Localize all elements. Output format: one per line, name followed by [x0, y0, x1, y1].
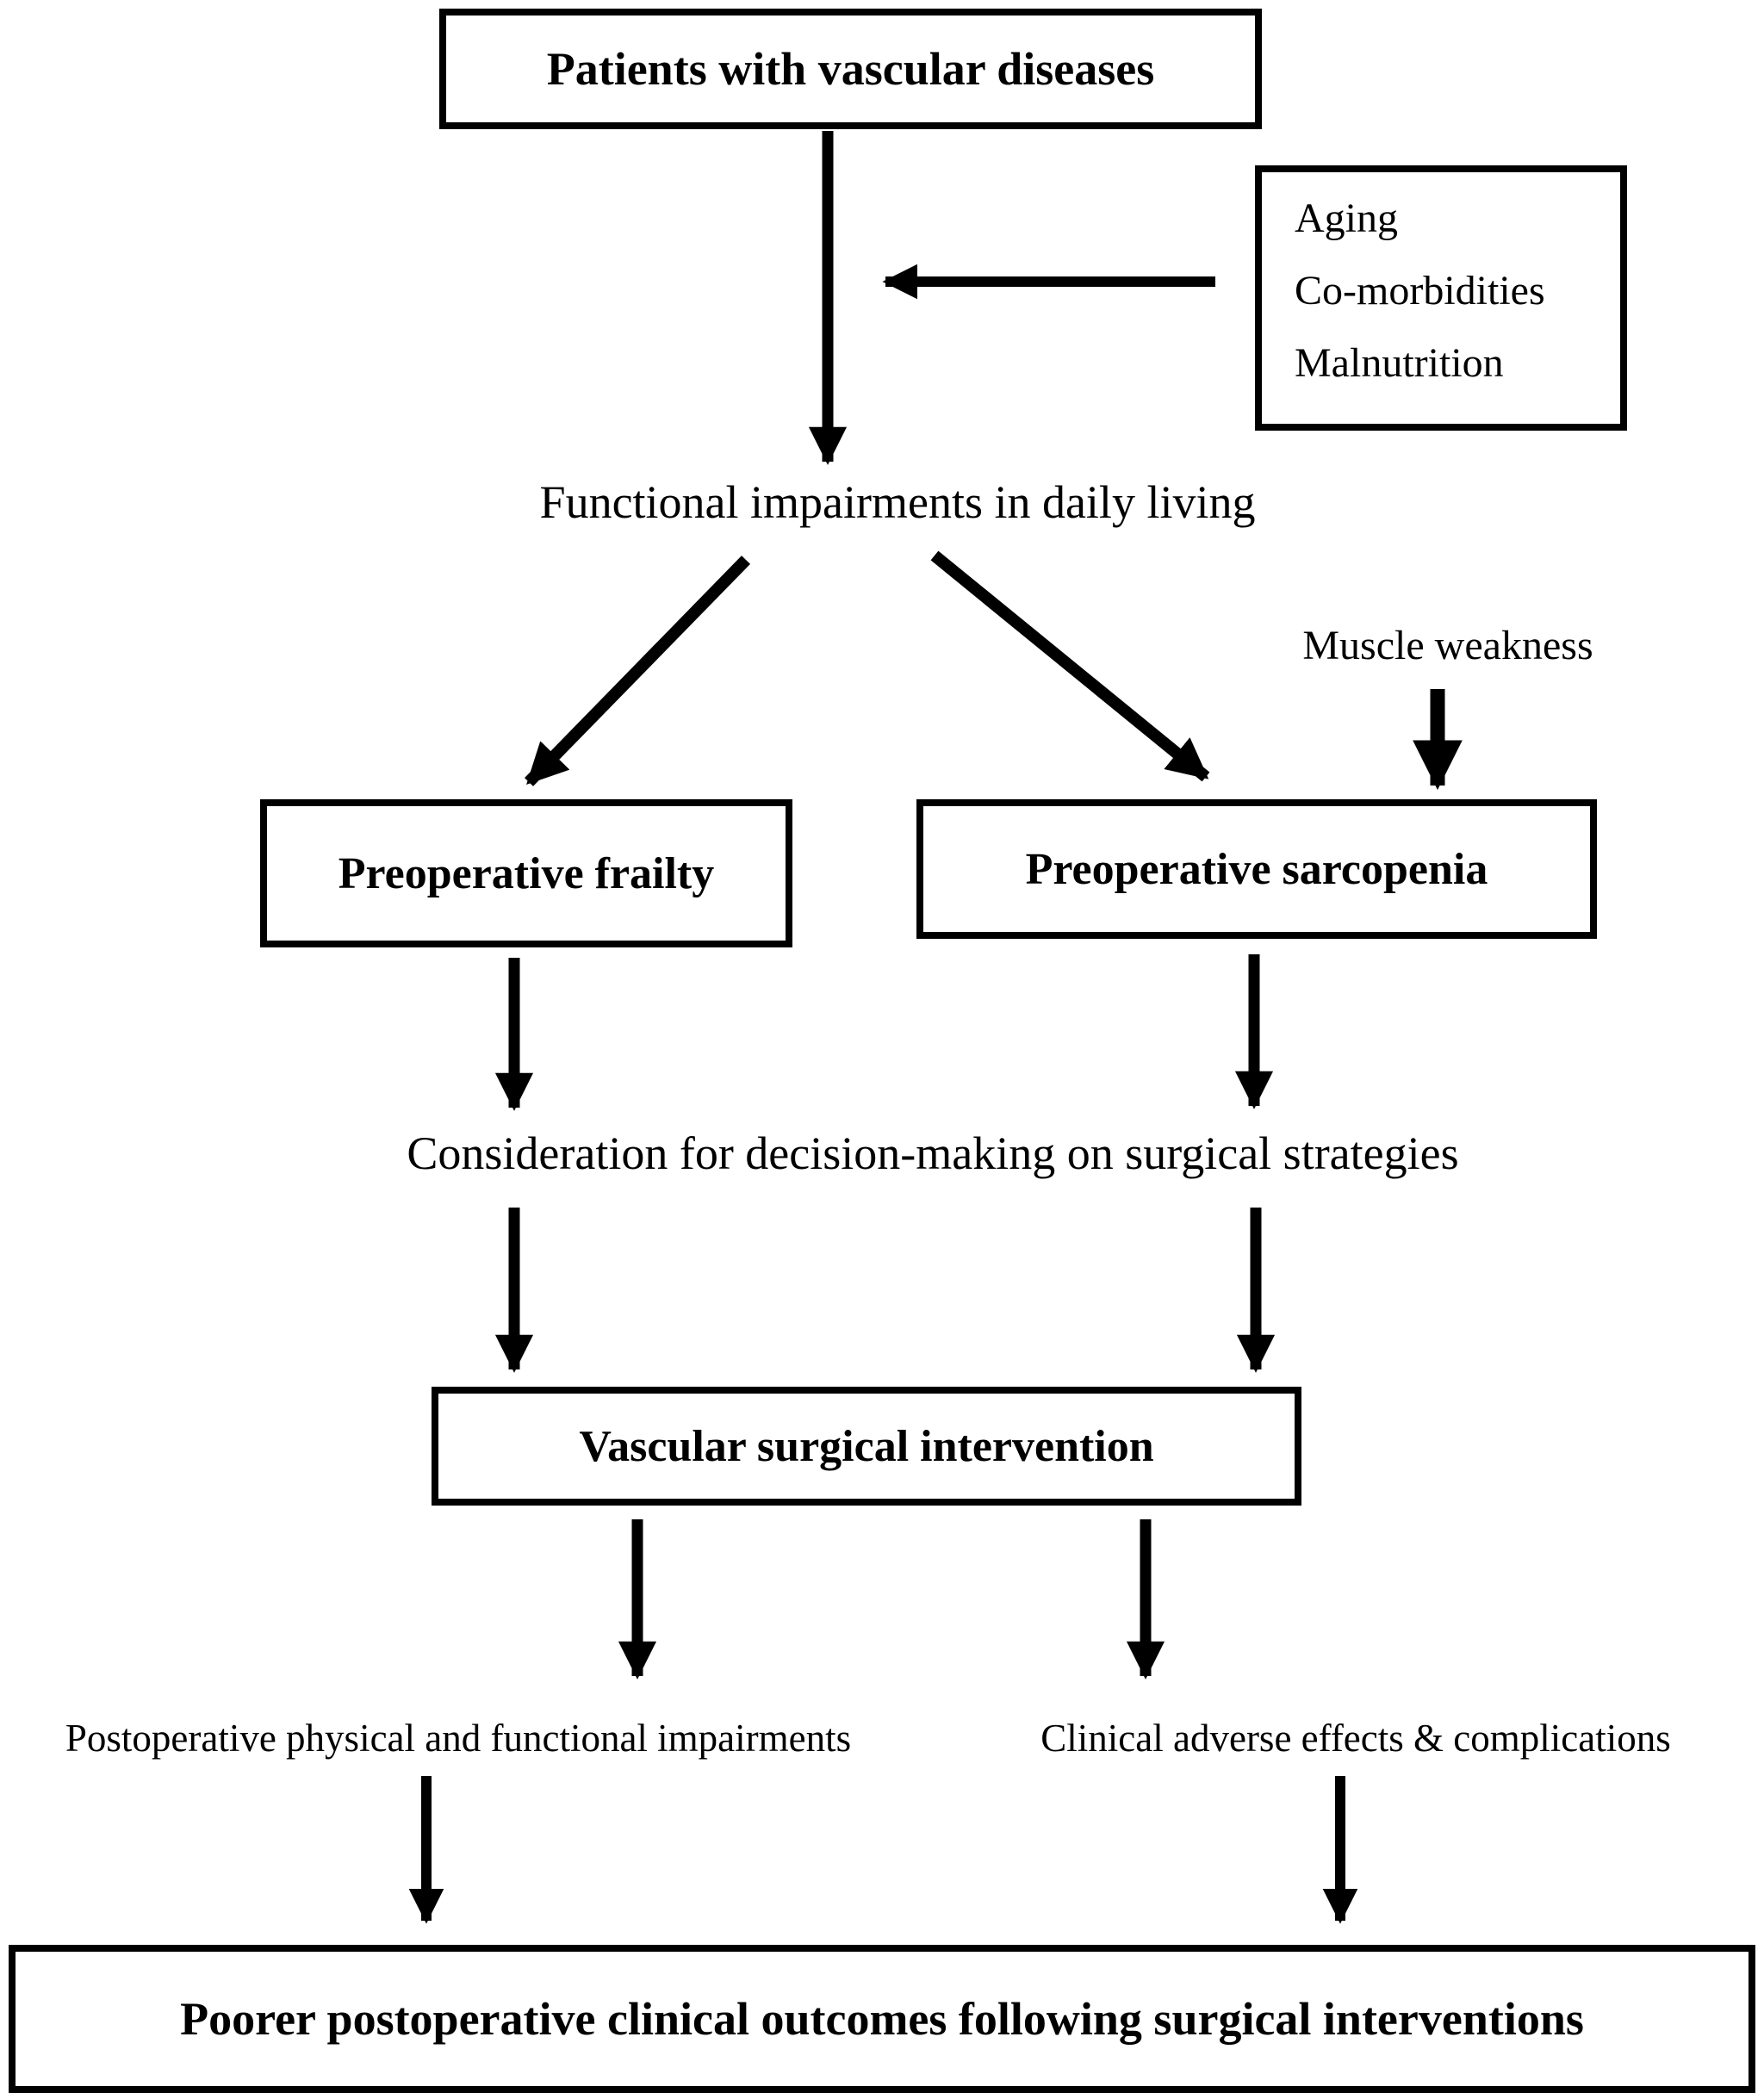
node-patients-label: Patients with vascular diseases [546, 43, 1155, 95]
node-intervention-box: Vascular surgical intervention [432, 1387, 1301, 1506]
node-adverse-effects-label: Clinical adverse effects & complications [1040, 1717, 1671, 1760]
node-sarcopenia-label: Preoperative sarcopenia [1025, 844, 1488, 894]
risk-factor-aging: Aging [1295, 196, 1398, 241]
node-consideration-label: Consideration for decision-making on sur… [407, 1127, 1459, 1179]
risk-factors-list: Aging Co-morbidities Malnutrition [1262, 172, 1545, 400]
risk-factor-comorbidities: Co-morbidities [1295, 268, 1545, 314]
node-frailty-label: Preoperative frailty [338, 848, 715, 898]
node-postoperative-impairments-label: Postoperative physical and functional im… [65, 1717, 852, 1760]
node-sarcopenia-box: Preoperative sarcopenia [916, 799, 1597, 939]
node-patients-box: Patients with vascular diseases [439, 9, 1262, 129]
node-functional-impairments-label: Functional impairments in daily living [539, 476, 1256, 528]
node-risk-factors-box: Aging Co-morbidities Malnutrition [1255, 165, 1627, 431]
node-frailty-box: Preoperative frailty [260, 799, 792, 947]
node-intervention-label: Vascular surgical intervention [579, 1421, 1154, 1471]
arrow-functional-to-sarcopenia [930, 550, 1210, 782]
arrow-functional-to-frailty [524, 556, 751, 786]
node-outcomes-box: Poorer postoperative clinical outcomes f… [9, 1945, 1755, 2093]
node-outcomes-label: Poorer postoperative clinical outcomes f… [180, 1993, 1584, 2045]
risk-factor-malnutrition: Malnutrition [1295, 340, 1504, 386]
node-muscle-weakness-label: Muscle weakness [1302, 623, 1593, 668]
